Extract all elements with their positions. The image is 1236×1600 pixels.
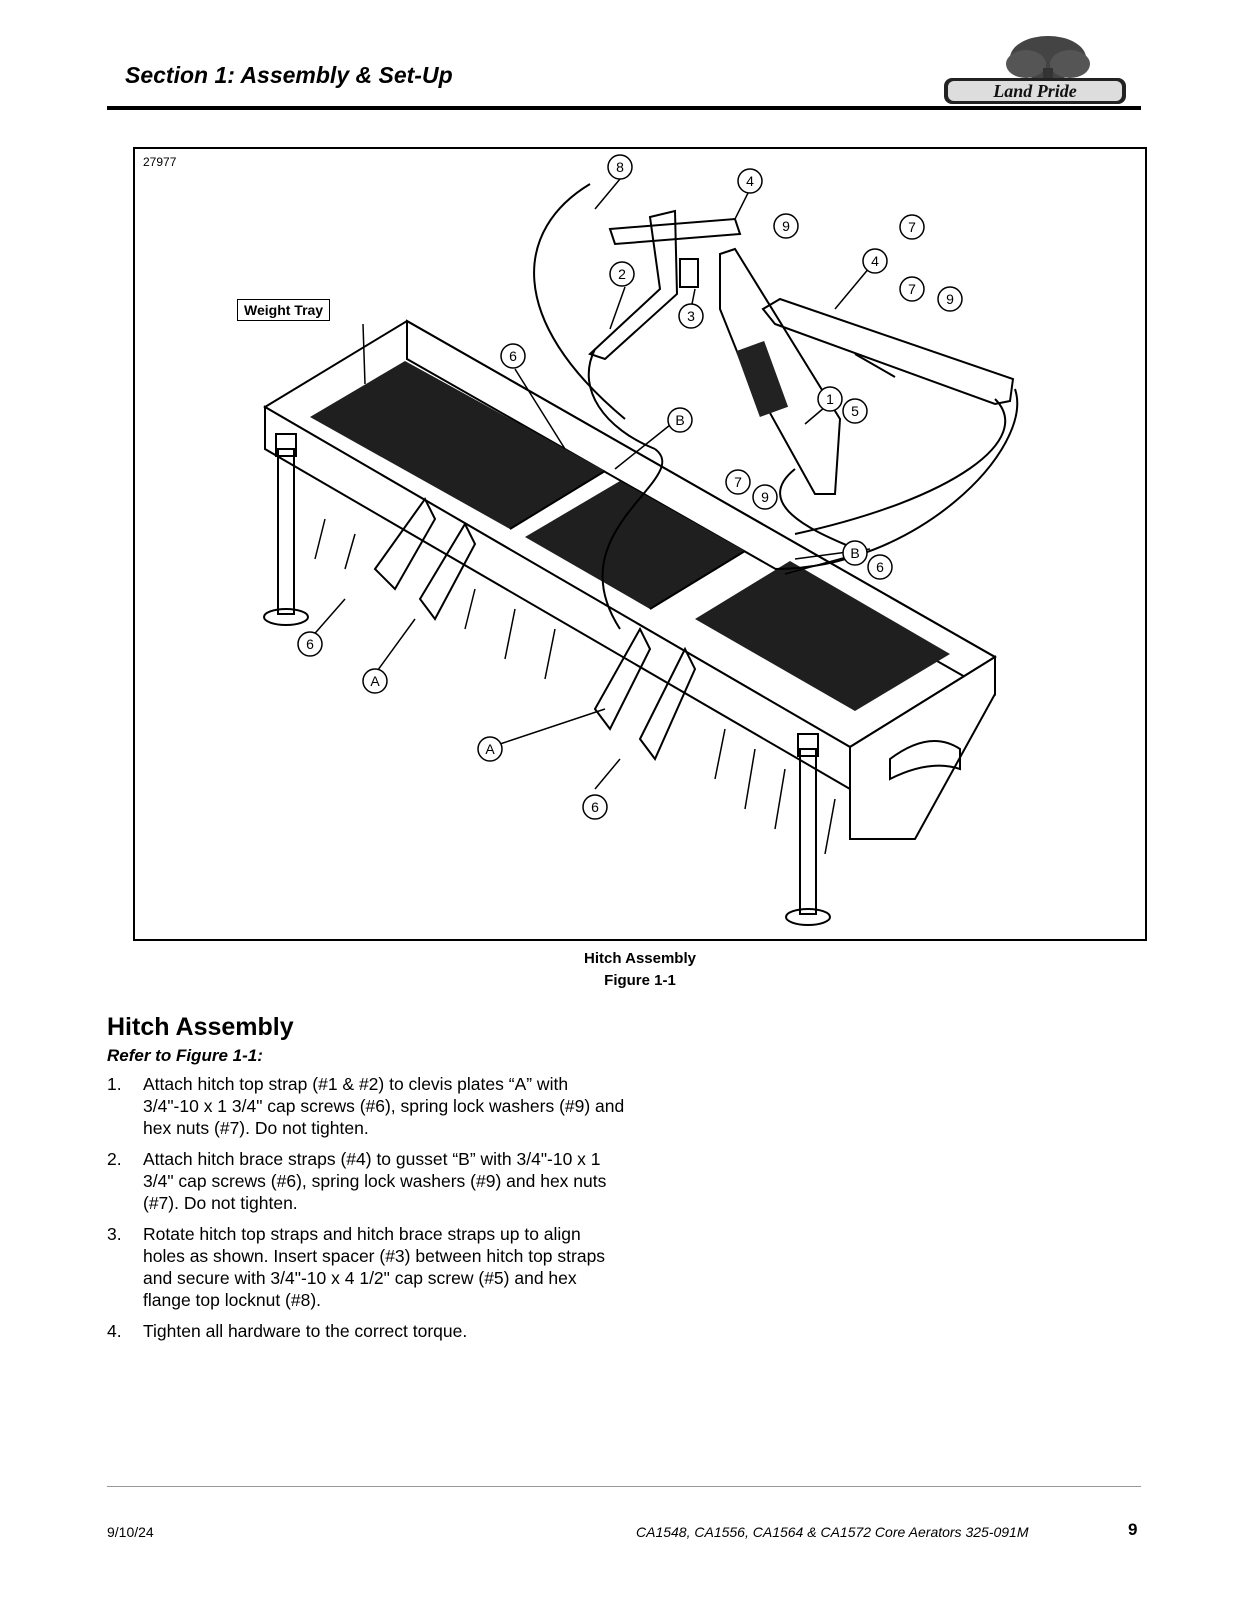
callout-label: 3 <box>687 308 695 324</box>
callout-bubble: 5 <box>842 398 868 424</box>
page-number: 9 <box>1128 1520 1138 1539</box>
land-pride-logo: Land Pride <box>944 36 1126 104</box>
step-item: 4. Tighten all hardware to the correct t… <box>107 1320 627 1342</box>
svg-text:Land Pride: Land Pride <box>992 81 1077 101</box>
callout-bubble: 9 <box>773 213 799 239</box>
weight-tray-label: Weight Tray <box>237 299 331 321</box>
callout-bubble: A <box>362 668 388 694</box>
step-item: 3. Rotate hitch top straps and hitch bra… <box>107 1223 627 1311</box>
figure-number: 27977 <box>143 155 177 169</box>
refer-to-figure: Refer to Figure 1-1: <box>107 1046 263 1065</box>
callout-bubble: 6 <box>500 343 526 369</box>
callout-bubble: 1 <box>817 386 843 412</box>
callout-bubble: 8 <box>607 154 633 180</box>
callout-label: 6 <box>509 348 517 364</box>
callout-bubble: 7 <box>899 214 925 240</box>
callout-bubble: 7 <box>725 469 751 495</box>
step-text: Attach hitch top strap (#1 & #2) to clev… <box>143 1074 625 1138</box>
callout-label: 7 <box>908 281 916 297</box>
callout-layer: 1 2 3 4 4 5 6 6 6 6 7 7 7 8 9 9 9A A B B <box>297 154 963 820</box>
callout-label: 7 <box>908 219 916 235</box>
header-rule <box>107 106 1141 110</box>
step-number: 2. <box>107 1149 122 1169</box>
callout-bubble: 7 <box>899 276 925 302</box>
callout-bubble: 6 <box>582 794 608 820</box>
footer-document-title: CA1548, CA1556, CA1564 & CA1572 Core Aer… <box>636 1524 1029 1540</box>
callout-bubble: 9 <box>752 484 778 510</box>
footer-rule <box>107 1486 1141 1487</box>
step-item: 2. Attach hitch brace straps (#4) to gus… <box>107 1148 627 1214</box>
callout-label: B <box>675 412 684 428</box>
step-text: Rotate hitch top straps and hitch brace … <box>143 1224 606 1310</box>
step-number: 3. <box>107 1224 122 1244</box>
callout-label: A <box>485 741 495 757</box>
callout-bubble: 2 <box>609 261 635 287</box>
figure-caption-title: Hitch Assembly <box>584 950 696 967</box>
callout-label: 9 <box>946 291 954 307</box>
step-number: 1. <box>107 1074 122 1094</box>
section-heading: Hitch Assembly <box>107 1013 294 1041</box>
callout-bubble: 3 <box>678 303 704 329</box>
callout-label: B <box>850 545 859 561</box>
step-text: Attach hitch brace straps (#4) to gusset… <box>143 1149 607 1213</box>
figure-caption-number: Figure 1-1 <box>604 972 676 989</box>
callout-label: 7 <box>734 474 742 490</box>
footer-date: 9/10/24 <box>107 1524 154 1540</box>
callout-label: 1 <box>826 391 834 407</box>
callout-bubble: 6 <box>297 631 323 657</box>
callout-label: 6 <box>591 799 599 815</box>
callout-label: 6 <box>306 636 314 652</box>
callout-bubble: A <box>477 736 503 762</box>
callout-bubble: 4 <box>862 248 888 274</box>
callout-label: A <box>370 673 380 689</box>
callout-bubble: 9 <box>937 286 963 312</box>
callout-label: 4 <box>871 253 879 269</box>
callout-label: 8 <box>616 159 624 175</box>
callout-label: 5 <box>851 403 859 419</box>
step-item: 1. Attach hitch top strap (#1 & #2) to c… <box>107 1073 627 1139</box>
callout-label: 2 <box>618 266 626 282</box>
step-text: Tighten all hardware to the correct torq… <box>143 1321 468 1341</box>
callout-label: 9 <box>761 489 769 505</box>
callout-bubble: B <box>842 540 868 566</box>
callout-label: 6 <box>876 559 884 575</box>
step-number: 4. <box>107 1321 122 1341</box>
callout-bubble: 4 <box>737 168 763 194</box>
assembly-steps: 1. Attach hitch top strap (#1 & #2) to c… <box>107 1073 627 1351</box>
callout-bubble: 6 <box>867 554 893 580</box>
hitch-assembly-drawing <box>263 178 1018 926</box>
callout-label: 9 <box>782 218 790 234</box>
callout-bubble: B <box>667 407 693 433</box>
callout-label: 4 <box>746 173 754 189</box>
section-title: Section 1: Assembly & Set-Up <box>125 62 453 88</box>
